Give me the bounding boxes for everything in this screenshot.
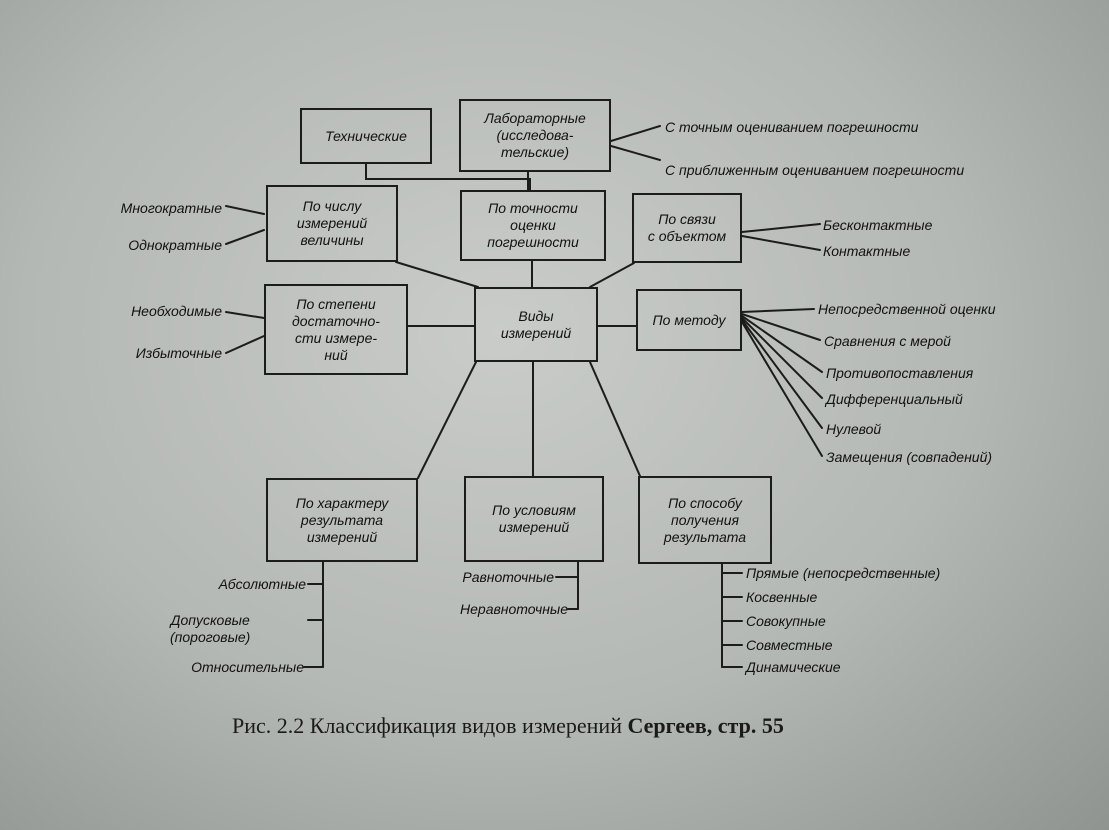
label-count-multi: Многократные bbox=[120, 200, 222, 216]
caption-source: Сергеев, стр. 55 bbox=[627, 713, 784, 738]
label-method-4: Дифференциальный bbox=[826, 391, 963, 407]
line-count-multi bbox=[225, 205, 265, 215]
line-center-connection bbox=[589, 262, 635, 288]
line-suff-necessary bbox=[225, 311, 265, 319]
label-method-2: Сравнения с мерой bbox=[824, 333, 951, 349]
line-method-5 bbox=[741, 319, 823, 429]
box-by-obtaining: По способу получения результата bbox=[638, 476, 772, 564]
label-result-tolerance: Допусковые (пороговые) bbox=[170, 612, 251, 645]
label-method-3: Противопоставления bbox=[826, 365, 974, 381]
box-by-sufficiency: По степени достаточно- сти измере- ний bbox=[264, 284, 408, 375]
label-obt-dynamic: Динамические bbox=[746, 659, 841, 675]
line-center-count bbox=[395, 261, 479, 288]
label-lab-approx: С приближенным оцениванием погрешности bbox=[665, 162, 965, 178]
box-by-result-character: По характеру результата измерений bbox=[266, 478, 418, 562]
line-lab-approx bbox=[610, 145, 661, 161]
box-center: Виды измерений bbox=[474, 287, 598, 362]
line-lab-exact bbox=[610, 125, 661, 142]
line-method-2 bbox=[741, 313, 821, 341]
label-obt-indirect: Косвенные bbox=[746, 589, 818, 605]
label-obt-direct: Прямые (непосредственные) bbox=[746, 565, 941, 581]
line-method-3 bbox=[741, 315, 823, 373]
box-laboratory: Лабораторные (исследова- тельские) bbox=[459, 99, 611, 172]
label-lab-exact: С точным оцениванием погрешности bbox=[665, 119, 919, 135]
label-result-relative: Относительные bbox=[191, 659, 304, 675]
label-count-single: Однократные bbox=[128, 237, 222, 253]
line-method-1 bbox=[741, 308, 815, 313]
label-cond-equal: Равноточные bbox=[462, 569, 554, 585]
label-suff-necessary: Необходимые bbox=[131, 303, 222, 319]
label-conn-contact: Контактные bbox=[823, 243, 911, 259]
label-conn-contactless: Бесконтактные bbox=[823, 217, 933, 233]
box-by-connection: По связи с объектом bbox=[632, 193, 742, 263]
line-technical-accuracy bbox=[365, 163, 531, 191]
figure-caption: Рис. 2.2 Классификация видов измерений С… bbox=[232, 713, 784, 739]
line-conn-contactless bbox=[741, 223, 821, 233]
line-center-obtaining bbox=[589, 361, 641, 477]
box-by-method: По методу bbox=[636, 289, 742, 351]
caption-text: Рис. 2.2 Классификация видов измерений bbox=[232, 713, 628, 738]
box-by-count: По числу измерений величины bbox=[266, 185, 398, 262]
line-method-4 bbox=[741, 317, 823, 399]
line-count-single bbox=[225, 229, 265, 245]
line-method-6 bbox=[741, 321, 823, 457]
line-conn-contact bbox=[741, 235, 821, 251]
label-method-1: Непосредственной оценки bbox=[818, 301, 996, 317]
box-by-conditions: По условиям измерений bbox=[464, 476, 604, 562]
line-suff-redundant bbox=[225, 335, 265, 354]
label-method-5: Нулевой bbox=[826, 421, 882, 437]
label-obt-aggregate: Совокупные bbox=[746, 613, 826, 629]
label-obt-joint: Совместные bbox=[746, 637, 833, 653]
label-cond-unequal: Неравноточные bbox=[460, 601, 568, 617]
label-method-6: Замещения (совпадений) bbox=[826, 449, 993, 465]
label-result-absolute: Абсолютные bbox=[218, 576, 306, 592]
line-center-result bbox=[417, 361, 477, 479]
label-suff-redundant: Избыточные bbox=[135, 345, 222, 361]
box-technical: Технические bbox=[300, 108, 432, 164]
box-by-accuracy: По точности оценки погрешности bbox=[460, 190, 606, 261]
